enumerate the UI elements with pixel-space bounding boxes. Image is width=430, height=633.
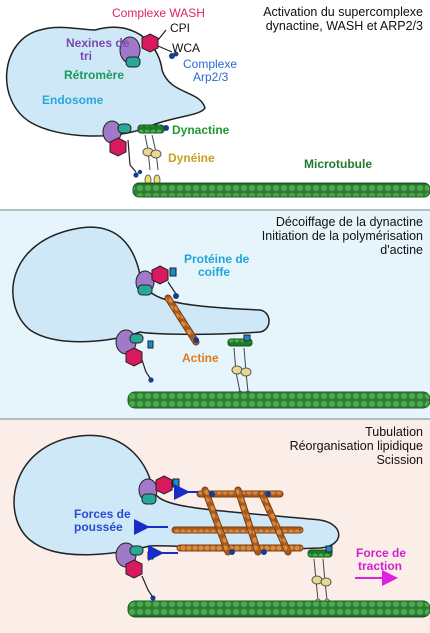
wash-complex-shape	[141, 33, 159, 53]
push-forces-label-line-2: poussée	[74, 520, 123, 534]
sorting-nexins-label-line-2: tri	[80, 49, 92, 63]
panel-1-title-line-1: Activation du supercomplexe	[263, 5, 423, 19]
arp23-label-line-1: Complexe	[183, 57, 237, 71]
actin-label: Actine	[182, 351, 219, 365]
wash-complex-label: Complexe WASH	[112, 6, 205, 20]
panel-3-title-line-1: Tubulation	[365, 425, 423, 439]
arp23-label-line-2: Arp2/3	[193, 70, 229, 84]
panel-3-title-line-2: Réorganisation lipidique	[290, 439, 423, 453]
pull-force-label-line-1: Force de	[356, 546, 406, 560]
panel-2-title-line-1: Décoiffage de la dynactine	[276, 215, 423, 229]
panel-1: Activation du supercomplexe dynactine, W…	[0, 0, 430, 211]
cpi-label: CPI	[170, 21, 190, 35]
dynactin-label: Dynactine	[172, 123, 230, 137]
dynactin-shape	[137, 124, 165, 134]
panel-2-title-line-3: d'actine	[380, 243, 423, 257]
arp23-shape	[169, 53, 175, 59]
dynein-label: Dynéine	[168, 151, 215, 165]
capping-protein-label-line-2: coiffe	[198, 265, 230, 279]
capping-protein-label-line-1: Protéine de	[184, 252, 250, 266]
panel-1-title-line-2: dynactine, WASH et ARP2/3	[266, 19, 423, 33]
panel-2-title-line-2: Initiation de la polymérisation	[262, 229, 423, 243]
capping-protein-shape	[169, 267, 177, 277]
retromer-shape	[125, 56, 141, 68]
microtubule-shape	[132, 182, 430, 198]
retromer-label: Rétromère	[64, 68, 124, 82]
microtubule-label: Microtubule	[304, 157, 372, 171]
pull-force-label-line-2: traction	[358, 559, 402, 573]
panel-2: Décoiffage de la dynactine Initiation de…	[0, 211, 430, 420]
panel-3-title-line-3: Scission	[376, 453, 423, 467]
actin-filament-shape	[165, 295, 199, 345]
sorting-nexins-label-line-1: Nexines de	[66, 36, 130, 50]
push-forces-label-line-1: Forces de	[74, 507, 131, 521]
endosome-label: Endosome	[42, 93, 104, 107]
panel-3: Tubulation Réorganisation lipidique Scis…	[0, 420, 430, 633]
wca-label: WCA	[172, 41, 200, 55]
